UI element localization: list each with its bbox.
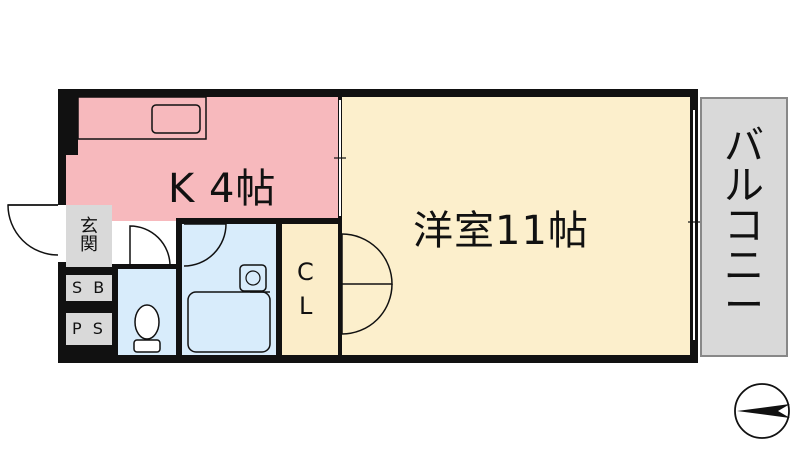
closet-label-l: L <box>299 292 313 320</box>
wall-toilet-left <box>112 264 118 358</box>
wall-kitchen-corner <box>58 89 78 155</box>
balcony-label: バ ル コ ニ ー <box>700 106 788 346</box>
wall-toilet-top <box>112 264 180 269</box>
balcony-area <box>700 97 788 357</box>
wall-bath-left <box>176 218 182 358</box>
balcony-char-2: ル <box>724 163 764 209</box>
bathtub <box>187 291 271 353</box>
bath-door-swing <box>183 223 227 267</box>
balcony-char-5: ー <box>724 283 764 329</box>
wall-entrance-divider <box>62 267 114 275</box>
entrance-door-swing <box>7 204 59 256</box>
western-room <box>342 97 692 356</box>
closet-door-lower <box>341 283 393 335</box>
entrance-char-1: 玄 <box>80 216 98 237</box>
kitchen-label: K 4帖 <box>168 166 277 212</box>
western-room-label: 洋室11帖 <box>413 208 589 254</box>
toilet-bowl <box>134 304 160 340</box>
closet-area <box>280 221 342 356</box>
wall-ps-bottom <box>62 345 114 357</box>
pipe-space-area <box>66 313 112 345</box>
closet-label-c: C <box>297 258 314 286</box>
entrance-area <box>66 205 112 267</box>
balcony-char-1: バ <box>724 123 764 169</box>
toilet-door-swing <box>129 225 171 267</box>
balcony-char-4: ニ <box>724 243 764 289</box>
kitchen-room <box>66 97 342 221</box>
wash-basin <box>239 264 267 292</box>
wall-sb-divider <box>62 301 114 313</box>
wall-closet-left <box>276 218 282 358</box>
kitchen-counter <box>77 96 207 140</box>
shoe-box-label: S B <box>72 278 108 297</box>
shoe-box-area <box>66 275 112 301</box>
compass-icon <box>734 383 790 439</box>
wall-bottom <box>58 355 698 363</box>
balcony-char-3: コ <box>724 203 764 249</box>
kitchen-sink <box>151 104 201 134</box>
toilet-tank <box>133 339 161 353</box>
bathroom-room <box>182 224 276 356</box>
entrance-label: 玄 関 <box>66 207 112 265</box>
closet-door-upper <box>341 233 393 285</box>
wall-closet-right <box>338 221 342 357</box>
wall-top <box>58 89 698 97</box>
pipe-space-label: P S <box>72 319 106 338</box>
entrance-char-2: 関 <box>80 234 98 255</box>
wall-kitchen-bottom <box>176 218 342 224</box>
